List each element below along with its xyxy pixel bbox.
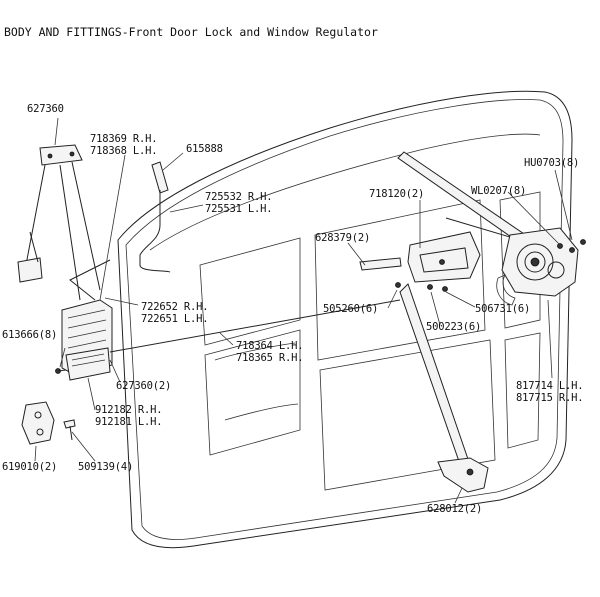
label-hu0703: HU0703(8) — [524, 157, 580, 169]
fasteners — [395, 239, 586, 292]
label-613666: 613666(8) — [2, 329, 58, 341]
label-627360-2: 627360(2) — [116, 380, 172, 392]
label-628012: 628012(2) — [427, 503, 483, 515]
label-722651: 722651 L.H. — [141, 313, 209, 325]
label-628379: 628379(2) — [315, 232, 371, 244]
label-500223: 500223(6) — [426, 321, 482, 333]
door-lock-body — [61, 299, 113, 381]
rod-722652 — [69, 259, 111, 301]
label-718368: 718368 L.H. — [90, 145, 158, 157]
label-912182: 912182 R.H. — [95, 404, 163, 416]
label-725531: 725531 L.H. — [205, 203, 273, 215]
label-718120: 718120(2) — [369, 188, 425, 200]
label-718365: 718365 R.H. — [236, 352, 304, 364]
control-rod — [109, 299, 401, 353]
label-722652: 722652 R.H. — [141, 301, 209, 313]
label-817715: 817715 R.H. — [516, 392, 584, 404]
label-506731: 506731(6) — [475, 303, 531, 315]
lock-linkage — [17, 231, 67, 374]
label-718369: 718369 R.H. — [90, 133, 158, 145]
label-619010: 619010(2) — [2, 461, 58, 473]
remote-handle — [407, 231, 481, 283]
label-509139: 509139(4) — [78, 461, 134, 473]
label-505260: 505260(6) — [323, 303, 379, 315]
channel-bracket — [437, 457, 489, 493]
label-912181: 912181 L.H. — [95, 416, 163, 428]
door-panel — [117, 90, 573, 549]
label-817714: 817714 L.H. — [516, 380, 584, 392]
latch-627360 — [24, 144, 101, 301]
label-627360: 627360 — [27, 103, 64, 115]
lever-628379 — [359, 257, 402, 271]
leader-lines — [34, 117, 573, 504]
label-wl0207: WL0207(8) — [471, 185, 527, 197]
label-718364: 718364 L.H. — [236, 340, 304, 352]
push-button-assembly — [139, 161, 171, 273]
page-title: BODY AND FITTINGS-Front Door Lock and Wi… — [4, 25, 378, 39]
label-615888: 615888 — [186, 143, 223, 155]
label-725532: 725532 R.H. — [205, 191, 273, 203]
regulator-gear — [496, 227, 579, 306]
striker-plate — [21, 401, 76, 445]
